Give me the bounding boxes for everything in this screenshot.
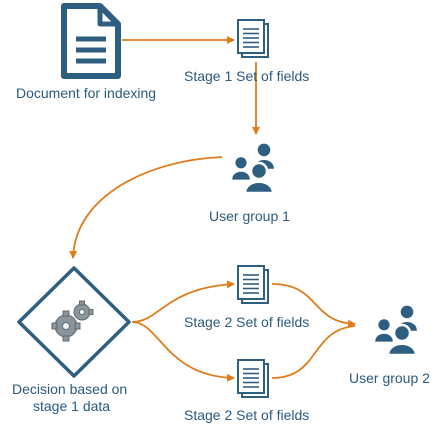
decision-gears-icon xyxy=(17,266,131,378)
arrow-decision-to-stage2a xyxy=(131,280,235,323)
document-label: Document for indexing xyxy=(16,85,156,101)
arrow-stage2b-to-usergroup2 xyxy=(271,325,356,379)
document-icon xyxy=(61,3,121,79)
stage2b-field-list-icon xyxy=(237,359,269,398)
user-group-1-icon xyxy=(232,144,274,193)
arrow-usergroup1-to-decision xyxy=(69,156,223,259)
user-group-2-icon xyxy=(375,306,417,355)
connectors xyxy=(69,36,356,382)
stage2b-fields-label: Stage 2 Set of fields xyxy=(184,407,309,423)
user-group-1-label: User group 1 xyxy=(209,208,290,224)
stage2a-fields-label: Stage 2 Set of fields xyxy=(184,314,309,330)
stage1-field-list-icon xyxy=(237,19,269,58)
user-group-2-label: User group 2 xyxy=(349,370,430,386)
arrow-stage2a-to-usergroup2 xyxy=(271,283,356,328)
decision-label-line1: Decision based on xyxy=(12,381,127,397)
stage2a-field-list-icon xyxy=(237,265,269,304)
arrow-decision-to-stage2b xyxy=(131,321,235,382)
stage1-fields-label: Stage 1 Set of fields xyxy=(184,68,309,84)
decision-label-line2: stage 1 data xyxy=(33,398,110,414)
